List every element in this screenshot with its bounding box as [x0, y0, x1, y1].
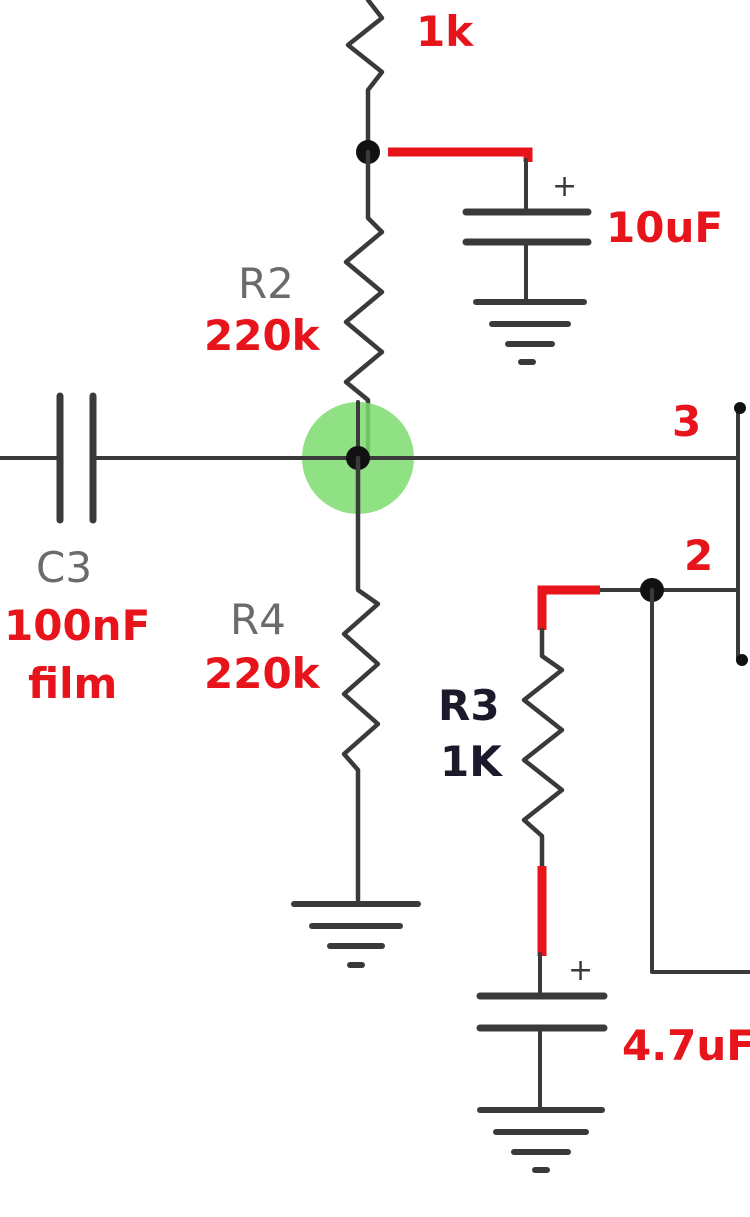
label-c3-value: 100nF: [4, 601, 150, 650]
resistor-r3: [521, 627, 565, 869]
ground-symbol-r4: [291, 901, 421, 968]
label-r4-value: 220k: [204, 649, 321, 698]
label-c3-type: film: [28, 659, 117, 708]
red-wire-to-10uf: [388, 147, 533, 162]
red-wire-to-r3: [537, 585, 600, 630]
label-c-bypass-value: 10uF: [606, 203, 723, 252]
capacitor-10uf-plus: +: [552, 169, 577, 204]
resistor-1k-top: [345, 0, 385, 155]
resistor-r4: [341, 455, 381, 903]
opamp-corner-top: [734, 402, 746, 414]
label-r2-name: R2: [238, 259, 294, 308]
label-r-top-value: 1k: [416, 7, 474, 56]
label-c-feedback-value: 4.7uF: [622, 1021, 750, 1070]
label-pin2: 2: [684, 531, 713, 580]
opamp-corner-bottom: [736, 654, 748, 666]
ground-symbol-4-7uf: [477, 1107, 605, 1173]
label-c3-name: C3: [36, 543, 92, 592]
wire-feedback: [650, 588, 750, 974]
ground-symbol-10uf: [473, 299, 587, 365]
label-pin3: 3: [672, 397, 701, 446]
resistor-r2: [343, 149, 385, 461]
label-r4-name: R4: [230, 595, 286, 644]
capacitor-4-7uf-plus: +: [568, 953, 593, 988]
label-r3-value: 1K: [440, 737, 503, 786]
label-r2-value: 220k: [204, 311, 321, 360]
label-r3-name: R3: [438, 681, 500, 730]
